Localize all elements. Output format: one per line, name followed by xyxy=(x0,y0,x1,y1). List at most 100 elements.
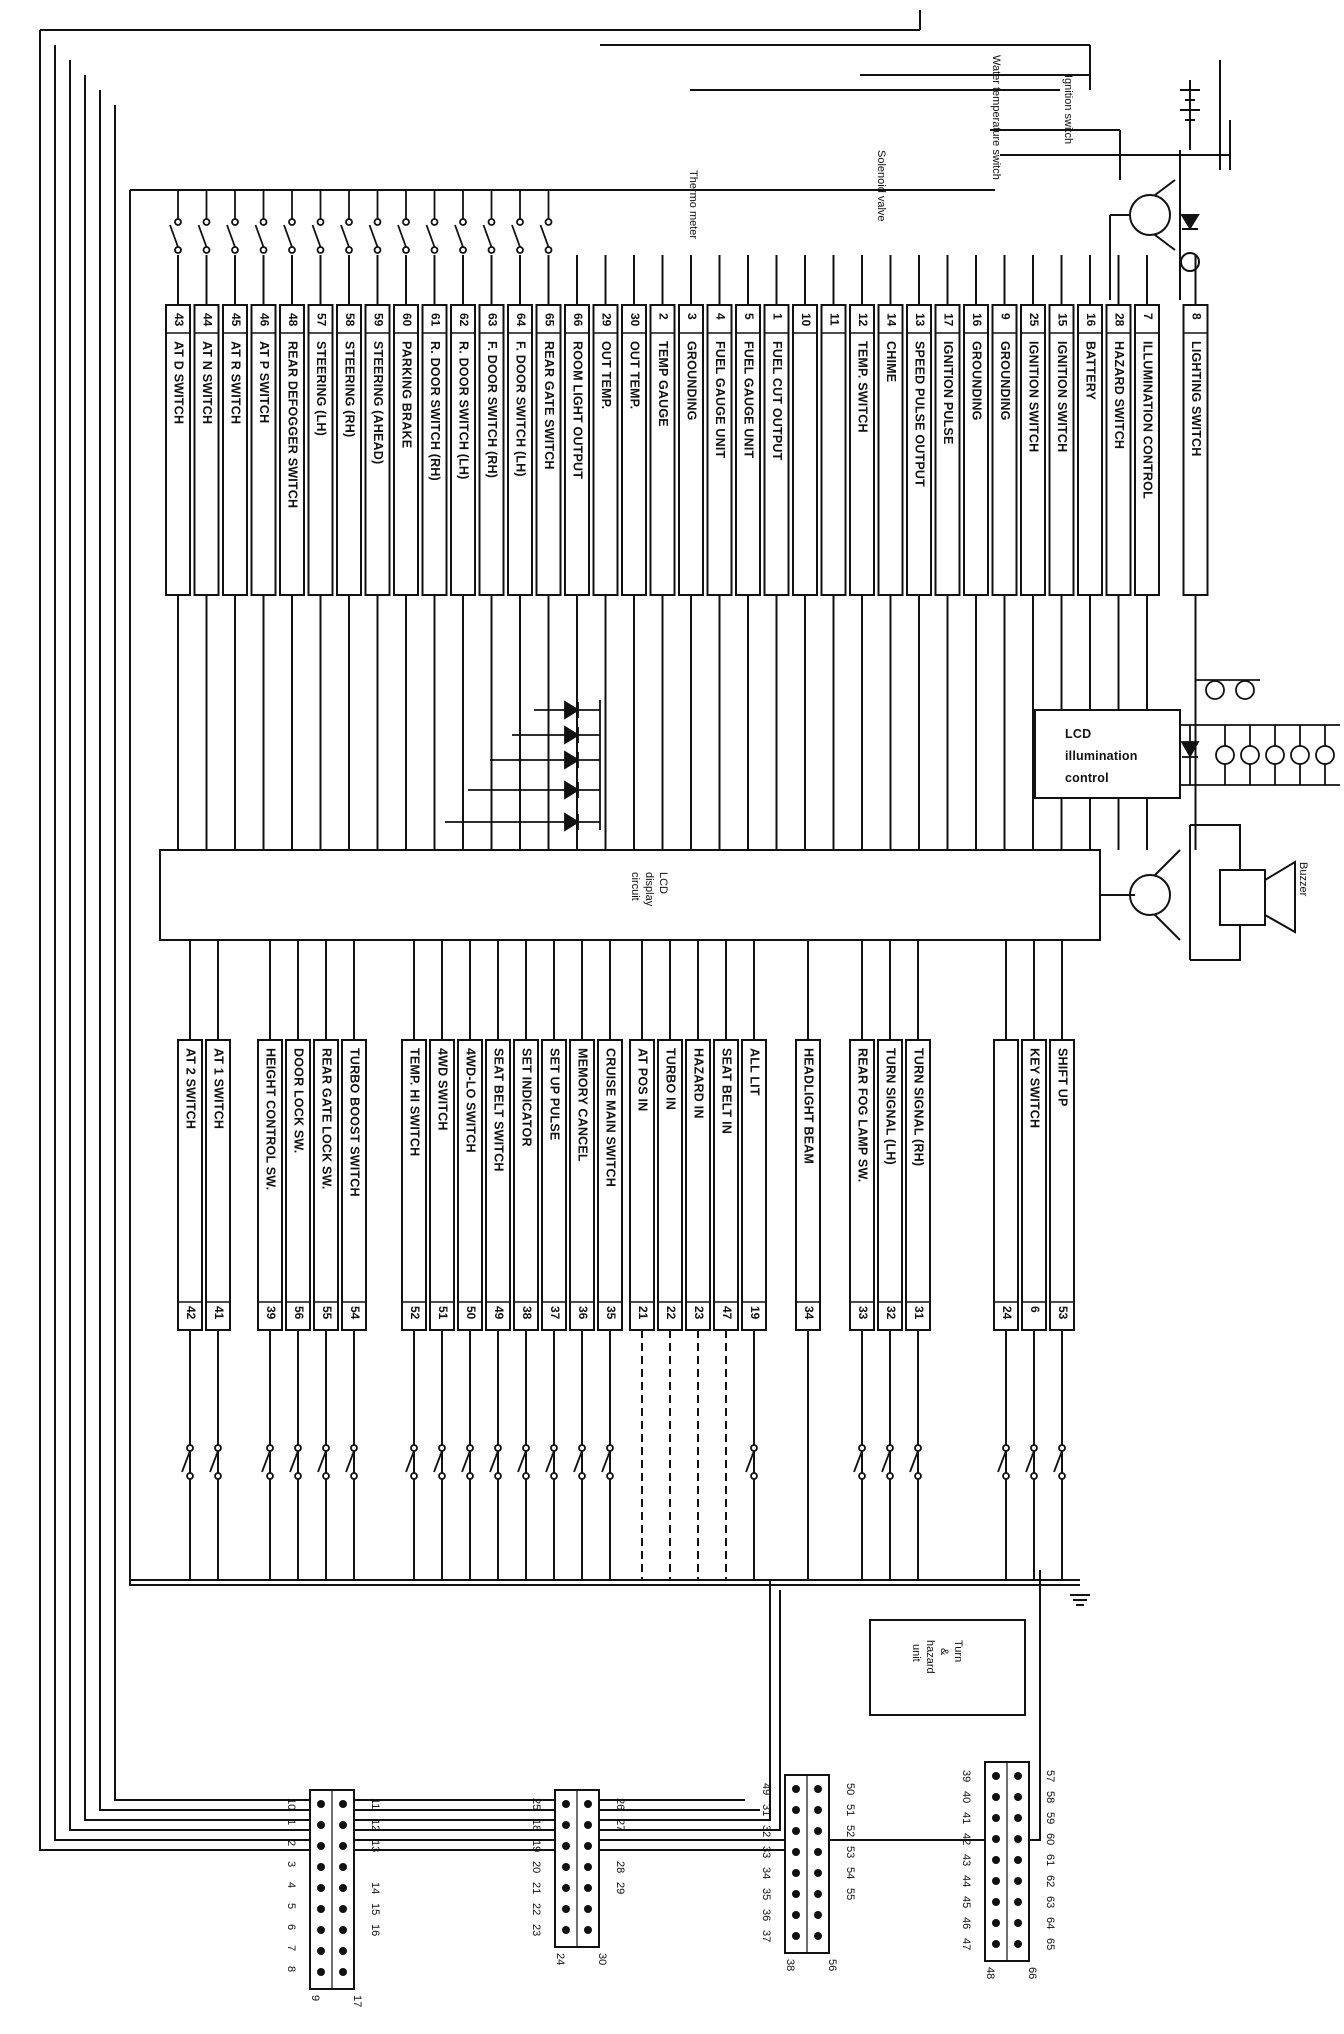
connector-pin-label: 62 xyxy=(1044,1875,1056,1887)
connector-pinouts: 1012345678111213141516179251819202122232… xyxy=(285,1761,1056,2007)
lower-terminal-label: SEAT BELT SWITCH xyxy=(492,1048,506,1172)
lower-pin-number: 33 xyxy=(856,1306,870,1320)
pin-dot xyxy=(992,1835,1000,1843)
turn-hazard-label-2: & xyxy=(938,1648,950,1656)
upper-terminal-label: BATTERY xyxy=(1084,341,1098,400)
connector-pin-label: 55 xyxy=(844,1888,856,1900)
pin-dot xyxy=(317,1968,325,1976)
upper-terminal-label: GROUNDING xyxy=(970,341,984,421)
upper-pin-number: 16 xyxy=(1084,313,1098,327)
door-diodes xyxy=(445,700,601,832)
lower-pin-number: 32 xyxy=(884,1306,898,1320)
lamp-icon xyxy=(1240,745,1260,765)
pin-dot xyxy=(317,1863,325,1871)
lower-pin-number: 34 xyxy=(802,1306,816,1320)
upper-pin-number: 61 xyxy=(428,313,442,327)
pin-dot xyxy=(339,1926,347,1934)
connector-pin-label: 13 xyxy=(369,1840,381,1852)
connector-pin-label: 59 xyxy=(1044,1812,1056,1824)
lamp-icon xyxy=(1315,745,1335,765)
upper-terminal-label: AT R SWITCH xyxy=(229,341,243,424)
pin-dot xyxy=(1014,1772,1022,1780)
upper-terminal-label: LIGHTING SWITCH xyxy=(1189,341,1203,457)
upper-terminal-label: TEMP. SWITCH xyxy=(856,341,870,433)
connector-pin-label: 17 xyxy=(351,1995,363,2007)
upper-terminal-label: CHIME xyxy=(884,341,898,382)
buzzer-label: Buzzer xyxy=(1297,862,1309,897)
connector-pin-label: 27 xyxy=(614,1819,626,1831)
upper-terminal-label: IGNITION SWITCH xyxy=(1027,341,1041,452)
pin-dot xyxy=(339,1884,347,1892)
pin-dot xyxy=(562,1842,570,1850)
connector-pin-label: 22 xyxy=(530,1903,542,1915)
pin-dot xyxy=(584,1842,592,1850)
upper-terminal-label: FUEL GAUGE UNIT xyxy=(713,341,727,459)
lower-terminal-21: 32 TURN SIGNAL (LH) xyxy=(877,1039,903,1331)
upper-terminal-label: GROUNDING xyxy=(998,341,1012,421)
pin-dot xyxy=(814,1911,822,1919)
pin-dot xyxy=(992,1814,1000,1822)
pin-dot xyxy=(1014,1793,1022,1801)
connector-pin-label: 57 xyxy=(1044,1770,1056,1782)
connector-pin-label: 15 xyxy=(369,1903,381,1915)
lcd-illum-label-1: LCD xyxy=(1065,727,1091,741)
connector-pin-label: 20 xyxy=(530,1861,542,1873)
lower-pin-number: 55 xyxy=(320,1306,334,1320)
upper-pin-number: 57 xyxy=(314,313,328,327)
connector-pin-label: 61 xyxy=(1044,1854,1056,1866)
lower-terminal-label: TURBO BOOST SWITCH xyxy=(348,1048,362,1197)
connector-pin-label: 43 xyxy=(960,1854,972,1866)
connector-pin-label: 10 xyxy=(285,1798,297,1810)
lower-pin-number: 42 xyxy=(184,1306,198,1320)
connector-pin-label: 1 xyxy=(285,1819,297,1825)
connector-pin-label: 4 xyxy=(285,1882,297,1888)
pin-dot xyxy=(317,1821,325,1829)
connector-pin-label: 36 xyxy=(760,1909,772,1921)
connector-pin-label: 47 xyxy=(960,1938,972,1950)
pin-dot xyxy=(339,1842,347,1850)
buzzer xyxy=(1100,824,1296,961)
upper-switches xyxy=(169,190,553,254)
lower-terminal-label: TURN SIGNAL (LH) xyxy=(884,1048,898,1165)
lower-pin-number: 19 xyxy=(748,1306,762,1320)
lower-terminal-label: TURBO IN xyxy=(664,1048,678,1110)
pin-dot xyxy=(1014,1856,1022,1864)
pin-dot xyxy=(792,1932,800,1940)
upper-pin-number: 62 xyxy=(457,313,471,327)
lower-terminal-label: SEAT BELT IN xyxy=(720,1048,734,1134)
lcd-illum-label-2: illumination xyxy=(1065,749,1138,763)
upper-terminal-22: 10 xyxy=(792,304,818,596)
pin-dot xyxy=(317,1842,325,1850)
lower-pin-number: 37 xyxy=(548,1306,562,1320)
connector-pin-label: 2 xyxy=(285,1840,297,1846)
upper-terminal-9: 61R. DOOR SWITCH (RH) xyxy=(421,304,448,596)
pin-dot xyxy=(562,1800,570,1808)
connector-pin-label: 12 xyxy=(369,1819,381,1831)
lower-pin-number: 39 xyxy=(264,1306,278,1320)
connector-pin-label: 18 xyxy=(530,1819,542,1831)
connector-pin-label: 31 xyxy=(760,1804,772,1816)
lamp-icon xyxy=(1235,680,1255,700)
upper-terminal-label: OUT TEMP. xyxy=(599,341,613,409)
lower-pin-number: 47 xyxy=(720,1306,734,1320)
pin-dot xyxy=(814,1848,822,1856)
connector-pin-label: 48 xyxy=(984,1967,996,1979)
upper-terminal-label: PARKING BRAKE xyxy=(400,341,414,448)
upper-pin-number: 25 xyxy=(1027,313,1041,327)
lower-terminal-label: TEMP. HI SWITCH xyxy=(408,1048,422,1156)
turn-hazard-label-3: hazard xyxy=(924,1640,936,1674)
